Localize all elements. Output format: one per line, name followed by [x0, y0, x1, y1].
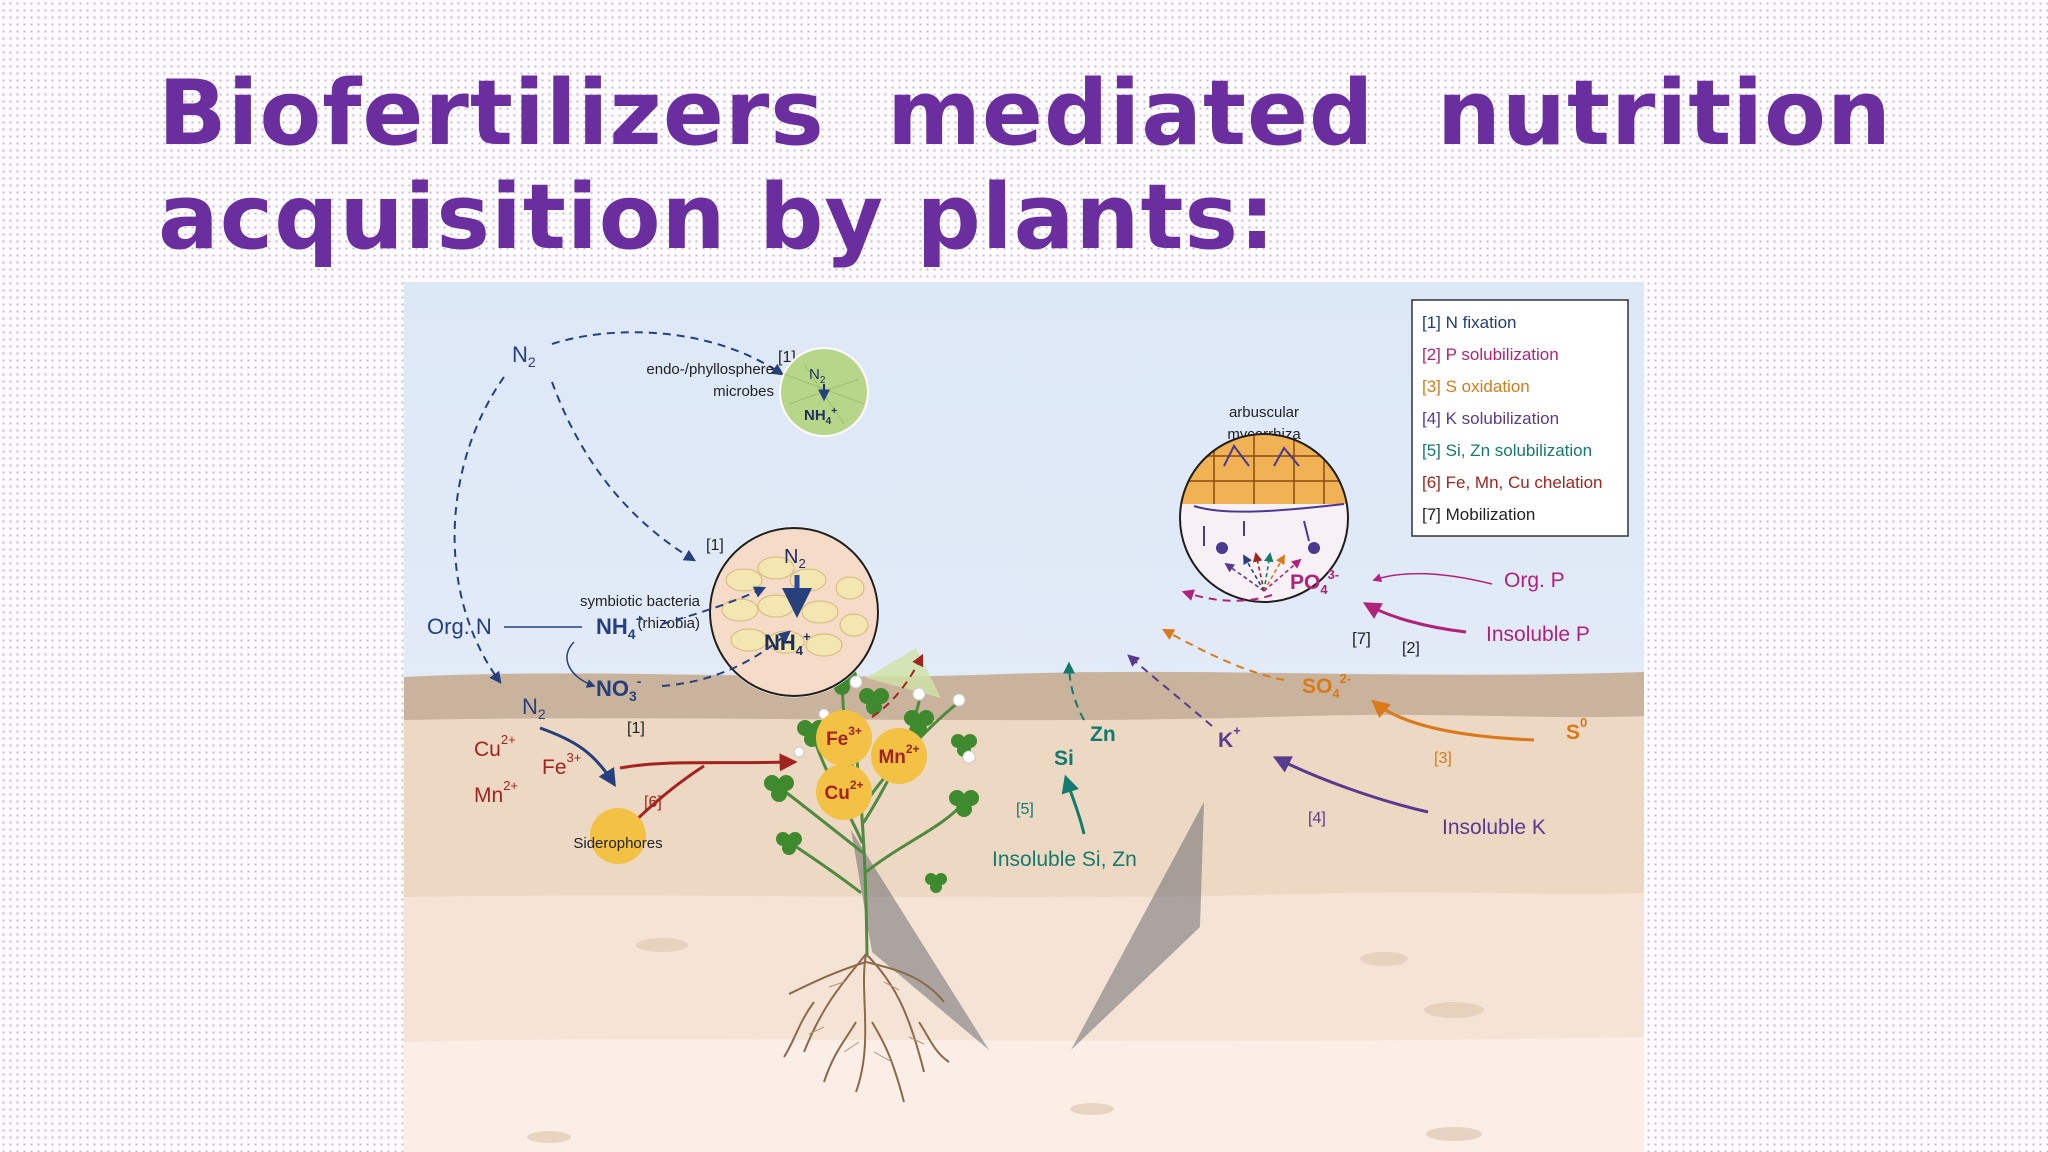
insoluble-k-label: Insoluble K [1442, 816, 1546, 839]
arrow-insolsizn-to-si [1061, 774, 1086, 835]
soil-nh4-label: NH4+ [596, 611, 644, 642]
diagram-canvas: [1] N fixation [2] P solubilization [3] … [404, 282, 1644, 1152]
mycorrhiza-label: arbuscular [1229, 404, 1299, 421]
legend-item: [7] Mobilization [1422, 505, 1535, 524]
ref-1-label: [1] [706, 537, 724, 554]
nodule-zoom-bubble: N2 NH4+ [708, 526, 880, 698]
soil-pebbles [527, 938, 1484, 1143]
legend-item: [2] P solubilization [1422, 345, 1559, 364]
nodule-n2: N2 [784, 546, 806, 571]
arrow-n2-to-nh4 [539, 726, 616, 788]
ref-4-label: [4] [1308, 810, 1326, 827]
arrow-s0-to-so4 [1371, 699, 1535, 742]
legend: [1] N fixation [2] P solubilization [3] … [1411, 299, 1629, 537]
leaf-zoom-bubble: N2 NH4+ [779, 347, 869, 437]
insoluble-p-label: Insoluble P [1486, 623, 1590, 646]
mn-chelate-blob: Mn2+ [871, 728, 927, 784]
po4-label: PO43- [1290, 567, 1339, 597]
arrow-metals-to-chelates [619, 753, 798, 772]
arrow-n2-to-soil [453, 376, 505, 684]
mn-label: Mn2+ [474, 778, 518, 807]
title-line-1: Biofertilizers mediated nutrition [158, 62, 1892, 166]
arrow-orgp-to-po4 [1372, 572, 1493, 585]
s0-label: S0 [1566, 715, 1587, 744]
zn-label: Zn [1090, 723, 1116, 746]
title-word: mediated [887, 61, 1375, 166]
title-word: Biofertilizers [158, 61, 825, 166]
org-p-label: Org. P [1504, 569, 1565, 592]
leaf-bubble-n2: N2 [809, 366, 826, 386]
cu-label: Cu2+ [474, 732, 516, 761]
arrow-insolk-to-k [1272, 756, 1429, 814]
title-word: nutrition [1436, 61, 1892, 166]
siderophores-label: Siderophores [573, 835, 662, 852]
soil-n2-label: N2 [522, 694, 546, 722]
fe-label: Fe3+ [542, 750, 581, 779]
insoluble-si-zn-label: Insoluble Si, Zn [992, 848, 1137, 871]
biofertilizer-diagram: [1] N fixation [2] P solubilization [3] … [404, 282, 1644, 1152]
soil-no3-label: NO3- [596, 673, 642, 704]
legend-item: [1] N fixation [1422, 313, 1517, 332]
leaf-bubble-nh4: NH4+ [804, 406, 837, 427]
ref-7-label: [7] [1352, 629, 1371, 648]
so4-label: SO42- [1302, 671, 1351, 701]
mycorrhiza-zoom-beam [1071, 802, 1204, 1050]
arrow-nh4-to-root [661, 586, 767, 625]
cu-chelate-label: Cu2+ [824, 778, 863, 804]
air-n2-label: N2 [512, 342, 536, 370]
legend-item: [4] K solubilization [1422, 409, 1559, 428]
arrow-chelates-to-root [871, 653, 924, 718]
endophyte-label: microbes [713, 383, 774, 400]
plant-roots [783, 953, 950, 1103]
k-label: K+ [1218, 723, 1241, 752]
siderophore-blob: Siderophores [573, 808, 663, 864]
symbiotic-bacteria-label: symbiotic bacteria [580, 593, 701, 610]
plant-root-hairs [808, 981, 925, 1063]
arrow-nh4-to-no3 [566, 641, 596, 688]
ref-5-label: [5] [1016, 801, 1034, 818]
legend-box [1411, 299, 1629, 537]
org-n-label: Org. N [427, 614, 492, 639]
si-label: Si [1054, 747, 1074, 770]
fe-chelate-label: Fe3+ [826, 724, 862, 750]
arrow-no3-to-root [661, 630, 791, 687]
fe-chelate-blob: Fe3+ [816, 710, 872, 766]
soil-layer-3 [404, 1037, 1644, 1152]
title-line-2: acquisition by plants: [158, 165, 1277, 270]
mycorrhiza-zoom-bubble [1179, 433, 1349, 603]
endophyte-label: endo-/phyllosphere [646, 361, 774, 378]
ref-6-label: [6] [644, 794, 662, 811]
slide-title: Biofertilizers mediated nutrition acquis… [158, 62, 1892, 270]
ref-1-label: [1] [627, 720, 645, 737]
arrow-insolp-to-po4 [1362, 602, 1467, 634]
arrow-so4-to-root [1161, 628, 1285, 681]
mn-chelate-label: Mn2+ [878, 742, 919, 768]
legend-item: [3] S oxidation [1422, 377, 1530, 396]
cu-chelate-blob: Cu2+ [816, 764, 872, 820]
symbiotic-bacteria-label: (rhizobia) [637, 615, 700, 632]
legend-item: [6] Fe, Mn, Cu chelation [1422, 473, 1602, 492]
arrow-po4-to-root [1181, 589, 1273, 602]
ref-3-label: [3] [1434, 750, 1452, 767]
ref-2-label: [2] [1402, 640, 1420, 657]
nodule-zoom-beam [851, 830, 989, 1050]
legend-item: [5] Si, Zn solubilization [1422, 441, 1592, 460]
arrow-n2-to-rhizobia [551, 381, 697, 562]
arrow-zn-to-root [1063, 661, 1085, 721]
